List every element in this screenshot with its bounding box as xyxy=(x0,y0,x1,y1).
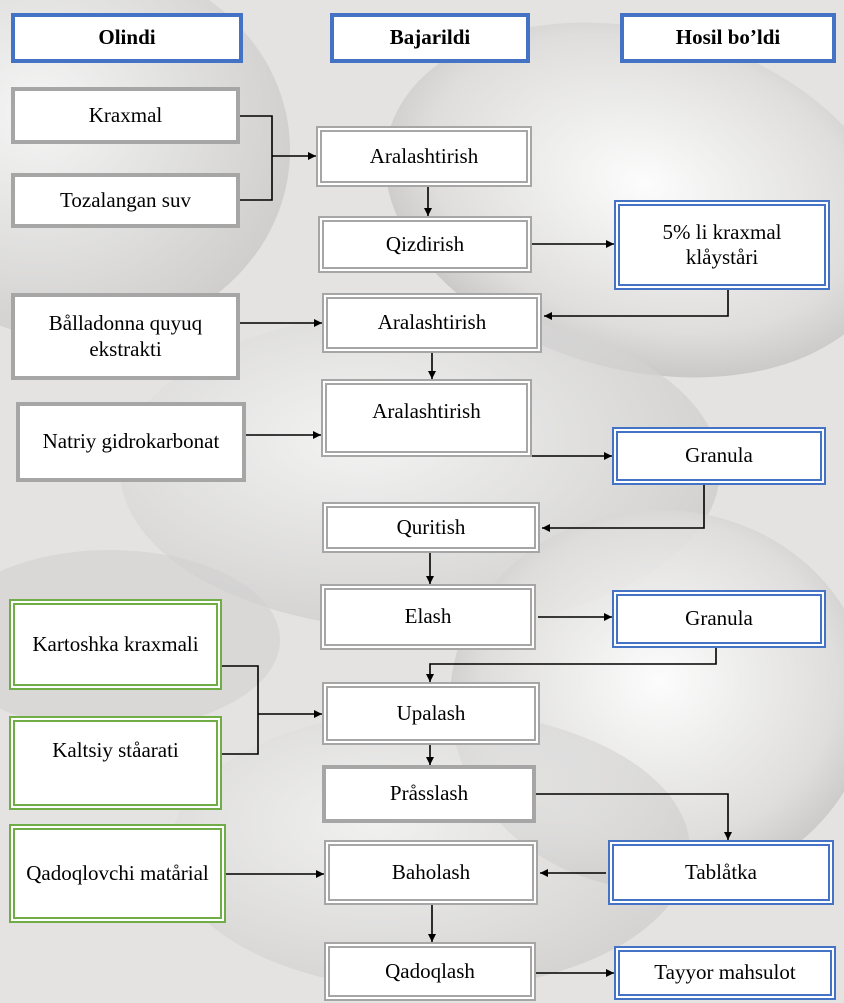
step-aralashtirish-3: Aralashtirish xyxy=(321,379,532,457)
step-qadoqlash: Qadoqlash xyxy=(324,942,536,1001)
arrow-presslash-to-tabletka xyxy=(536,793,732,840)
step-aralashtirish-2: Aralashtirish xyxy=(322,293,542,353)
header-bajarildi: Bajarildi xyxy=(330,13,530,63)
output-kraxmal-klayster: 5% li kraxmal klåyståri xyxy=(614,200,830,290)
input-kartoshka-kraxmali: Kartoshka kraxmali xyxy=(9,599,222,690)
step-presslash: Pråsslash xyxy=(322,765,536,823)
arrow-granula-to-quritish xyxy=(542,485,705,532)
output-granula-1: Granula xyxy=(612,427,826,485)
connector-excipients xyxy=(222,665,259,755)
step-quritish: Quritish xyxy=(322,502,540,553)
output-tayyor-mahsulot: Tayyor mahsulot xyxy=(614,946,836,1000)
output-granula-2: Granula xyxy=(612,590,826,648)
step-elash: Elash xyxy=(320,584,536,650)
step-qizdirish: Qizdirish xyxy=(318,216,532,273)
input-qadoqlovchi-material: Qadoqlovchi matårial xyxy=(9,824,226,923)
header-olindi: Olindi xyxy=(11,13,243,63)
input-kraxmal: Kraxmal xyxy=(11,87,240,144)
step-upalash: Upalash xyxy=(322,682,540,745)
step-aralashtirish-1: Aralashtirish xyxy=(316,126,532,187)
output-tabletka: Tablåtka xyxy=(608,840,834,905)
header-hosil-boldi: Hosil bo’ldi xyxy=(620,13,836,63)
arrow-granula-to-upalash xyxy=(426,648,717,682)
step-baholash: Baholash xyxy=(324,840,538,905)
input-kaltsiy-stearati: Kaltsiy ståarati xyxy=(9,716,222,810)
input-tozalangan-suv: Tozalangan suv xyxy=(11,173,240,228)
input-natriy-gidrokarbonat: Natriy gidrokarbonat xyxy=(16,402,246,482)
arrow-klayster-to-aralashtirish-2 xyxy=(544,290,729,320)
connector-kraxmal xyxy=(240,115,273,201)
input-belladonna: Bålladonna quyuq ekstrakti xyxy=(11,293,240,380)
